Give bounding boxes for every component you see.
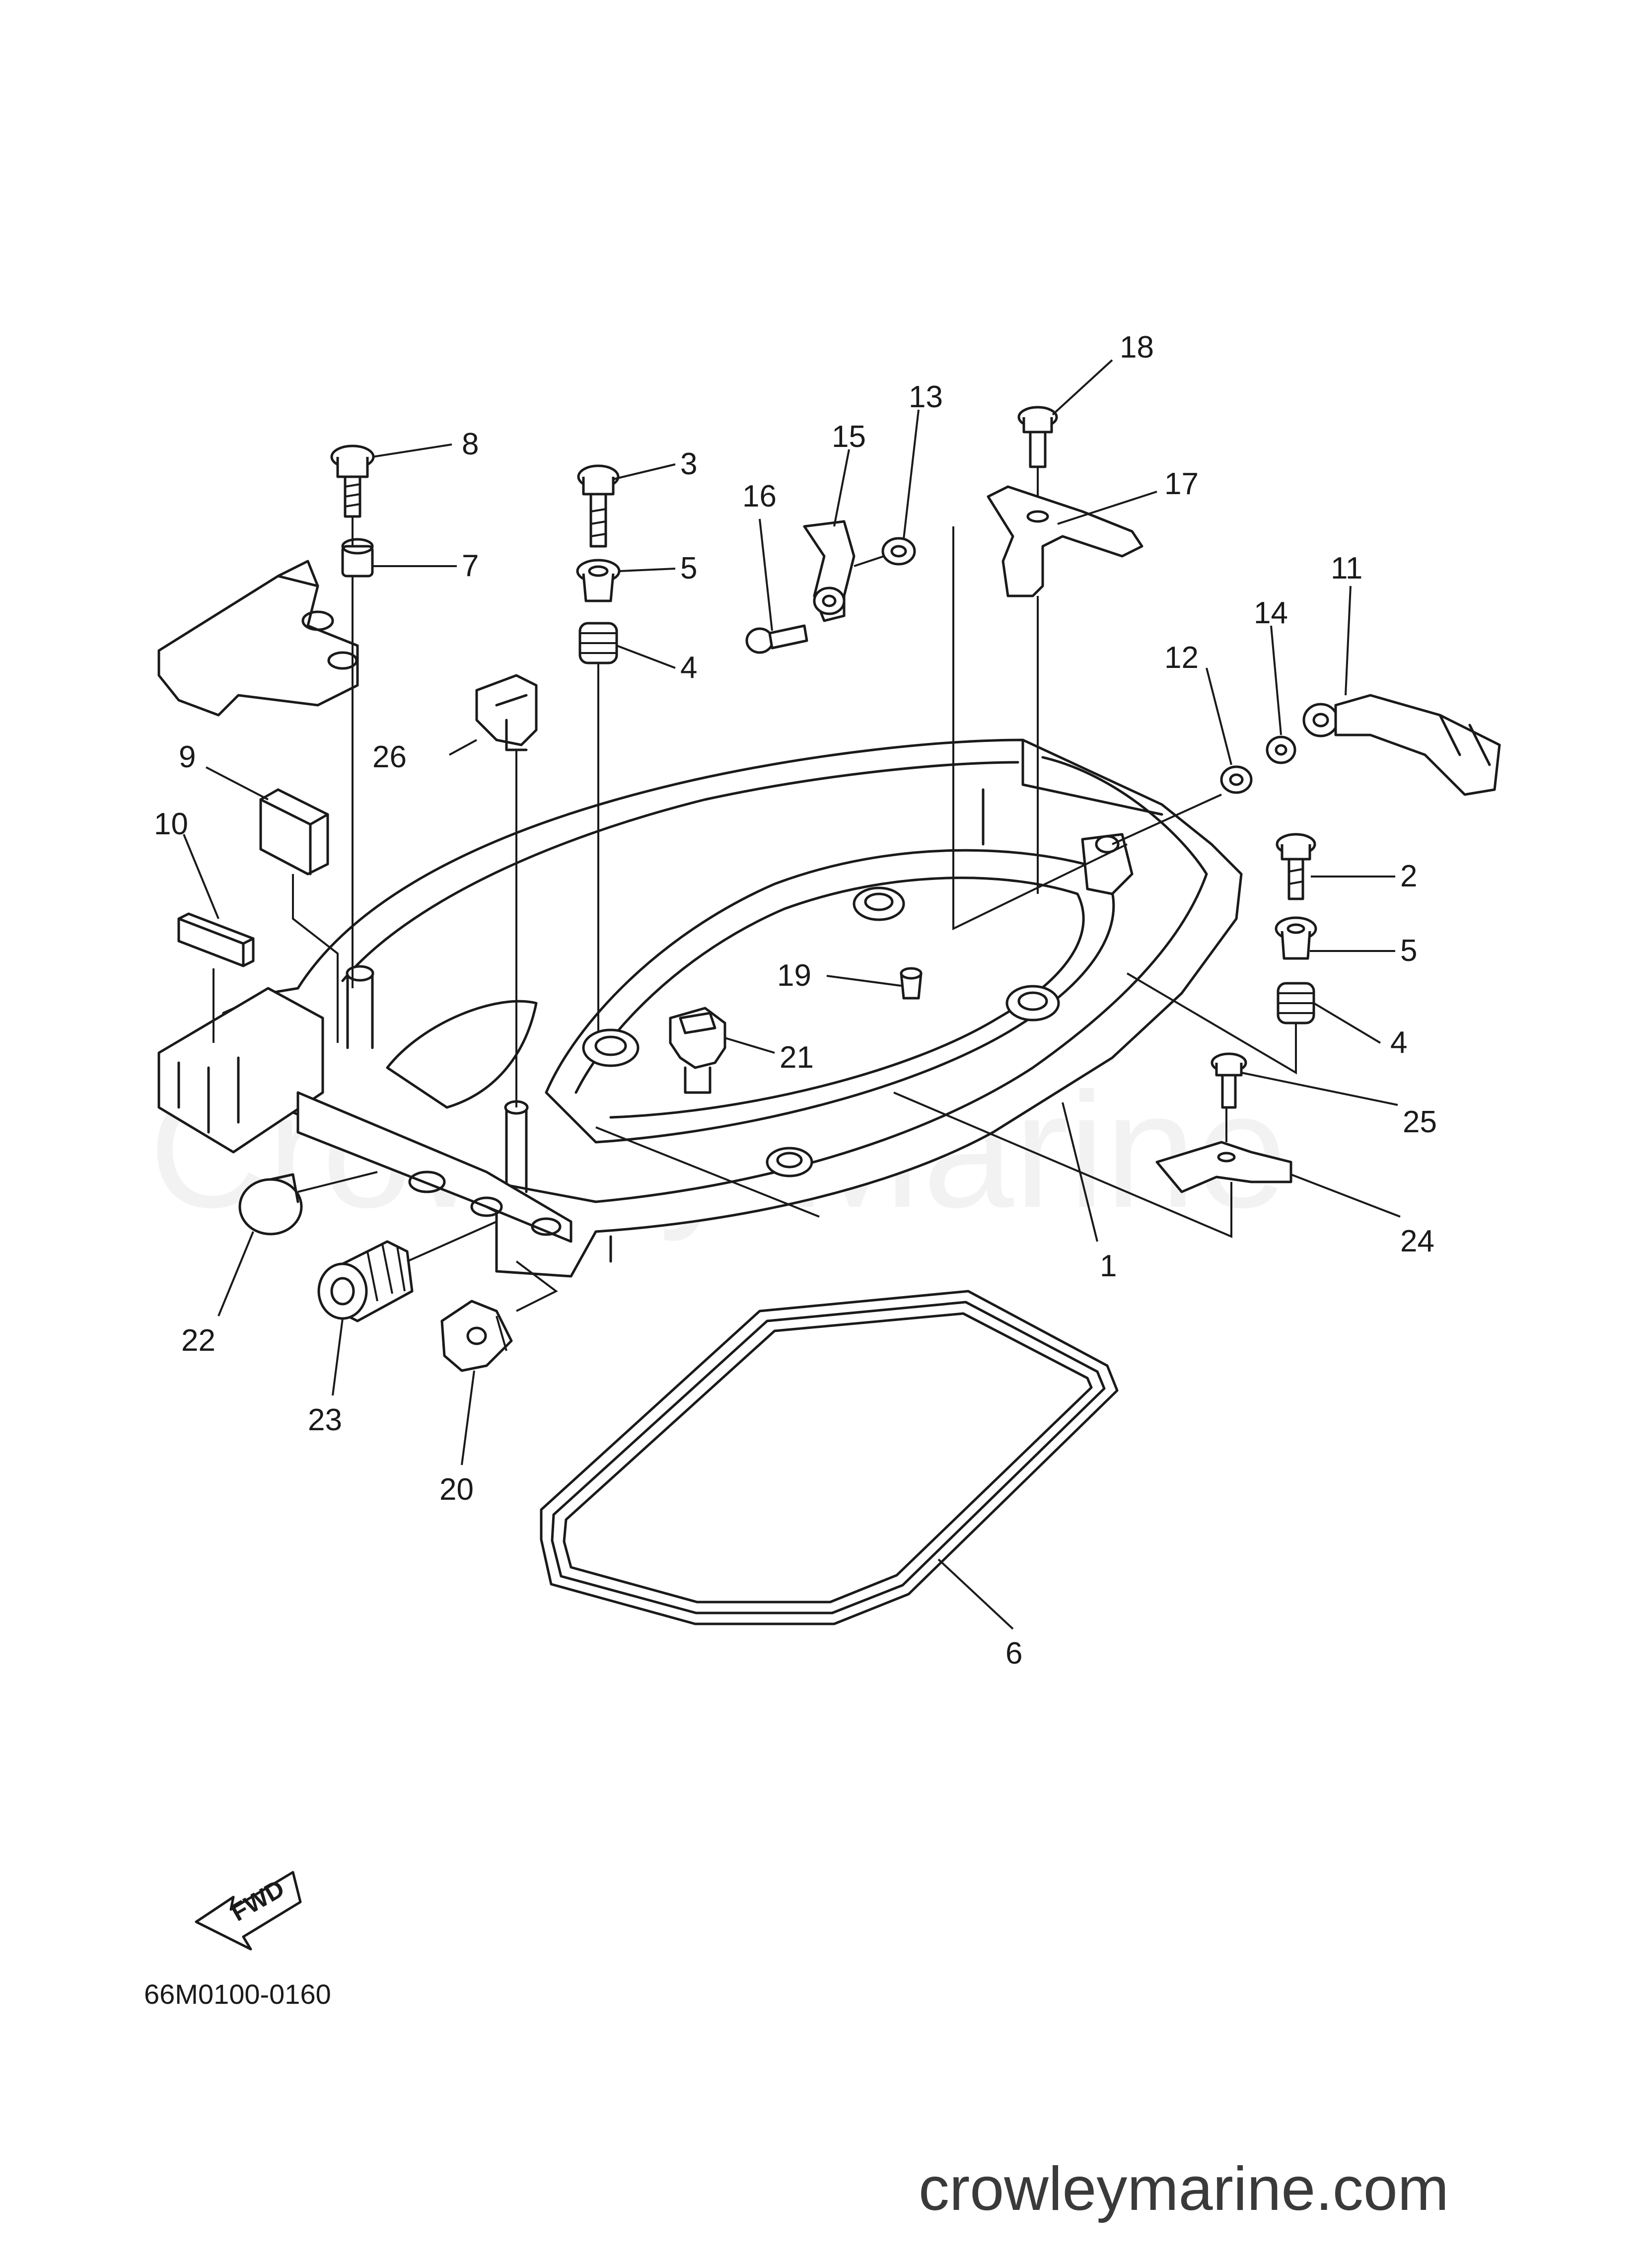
part-number-label: 16 [742,479,777,513]
part-number-label: 5 [1400,934,1417,968]
bolt-18 [1017,406,1058,468]
callout-leaders [183,359,1401,1630]
bolt-8 [330,444,375,518]
part-number-label: 12 [1164,641,1199,675]
bolt-16 [745,624,808,654]
part-number-label: 22 [181,1323,215,1358]
gasket-seal [540,1290,1119,1625]
part-number-label: 8 [462,427,479,461]
part-17-plate [987,485,1143,597]
part-number-label: 1 [1100,1249,1117,1283]
part-number-label: 21 [780,1040,814,1075]
grommet-4-upper [578,622,618,664]
site-url: crowleymarine.com [919,2155,1449,2223]
assembly-lines [213,467,1297,1312]
part-24-plate [1155,1141,1292,1193]
part-11-lever [1302,694,1501,796]
part-21-plug [669,1007,726,1094]
part-14-washer [1266,735,1296,764]
part-number-label: 23 [308,1403,342,1437]
part-19-pin [900,967,923,1000]
part-number-label: 4 [680,651,697,685]
part-number-label: 25 [1403,1105,1437,1139]
part-number-label: 10 [154,807,188,841]
grommet-4-lower [1277,982,1315,1024]
bolt-25 [1211,1052,1247,1109]
part-number-label: 17 [1164,467,1199,501]
part-number-label: 13 [909,380,943,414]
bolt-3 [577,464,620,548]
part-number-label: 3 [680,447,697,481]
bolt-2 [1276,833,1316,900]
bottom-cowling [222,738,1243,1278]
part-number-label: 11 [1331,551,1362,585]
part-number-label: 6 [1005,1636,1022,1671]
part-20-grommet [440,1300,513,1372]
left-bracket [157,987,572,1243]
forward-arrow-icon: FWD [195,1871,302,1951]
part-number-label: 4 [1390,1025,1407,1060]
part-26-clip [475,674,538,751]
collar-5-lower [1275,916,1317,960]
part-number-label: 5 [680,551,697,585]
part-15-bracket [803,520,856,622]
part-number-labels: 1 2 3 4 4 5 5 6 7 8 9 10 11 12 13 14 15 … [154,330,1437,1671]
part-number-label: 9 [179,740,196,774]
part-12-bushing [1220,765,1253,794]
part-number-label: 15 [832,420,866,454]
collar-5-upper [576,559,621,602]
part-9-block [259,788,329,876]
left-upper-bracket [157,538,374,717]
part-22-cap [238,1173,303,1236]
part-number-label: 14 [1254,596,1288,630]
diagram-code: 66M0100-0160 [144,1978,331,2010]
part-number-label: 24 [1400,1224,1434,1258]
part-number-label: 7 [462,549,479,583]
part-10-pad [177,912,255,967]
part-number-label: 19 [777,958,811,993]
part-13-bushing [881,537,916,566]
part-number-label: 26 [372,740,407,774]
part-number-label: 2 [1400,859,1417,893]
part-number-label: 18 [1120,330,1154,365]
part-23-grommet [317,1240,414,1322]
part-number-label: 20 [439,1472,474,1507]
